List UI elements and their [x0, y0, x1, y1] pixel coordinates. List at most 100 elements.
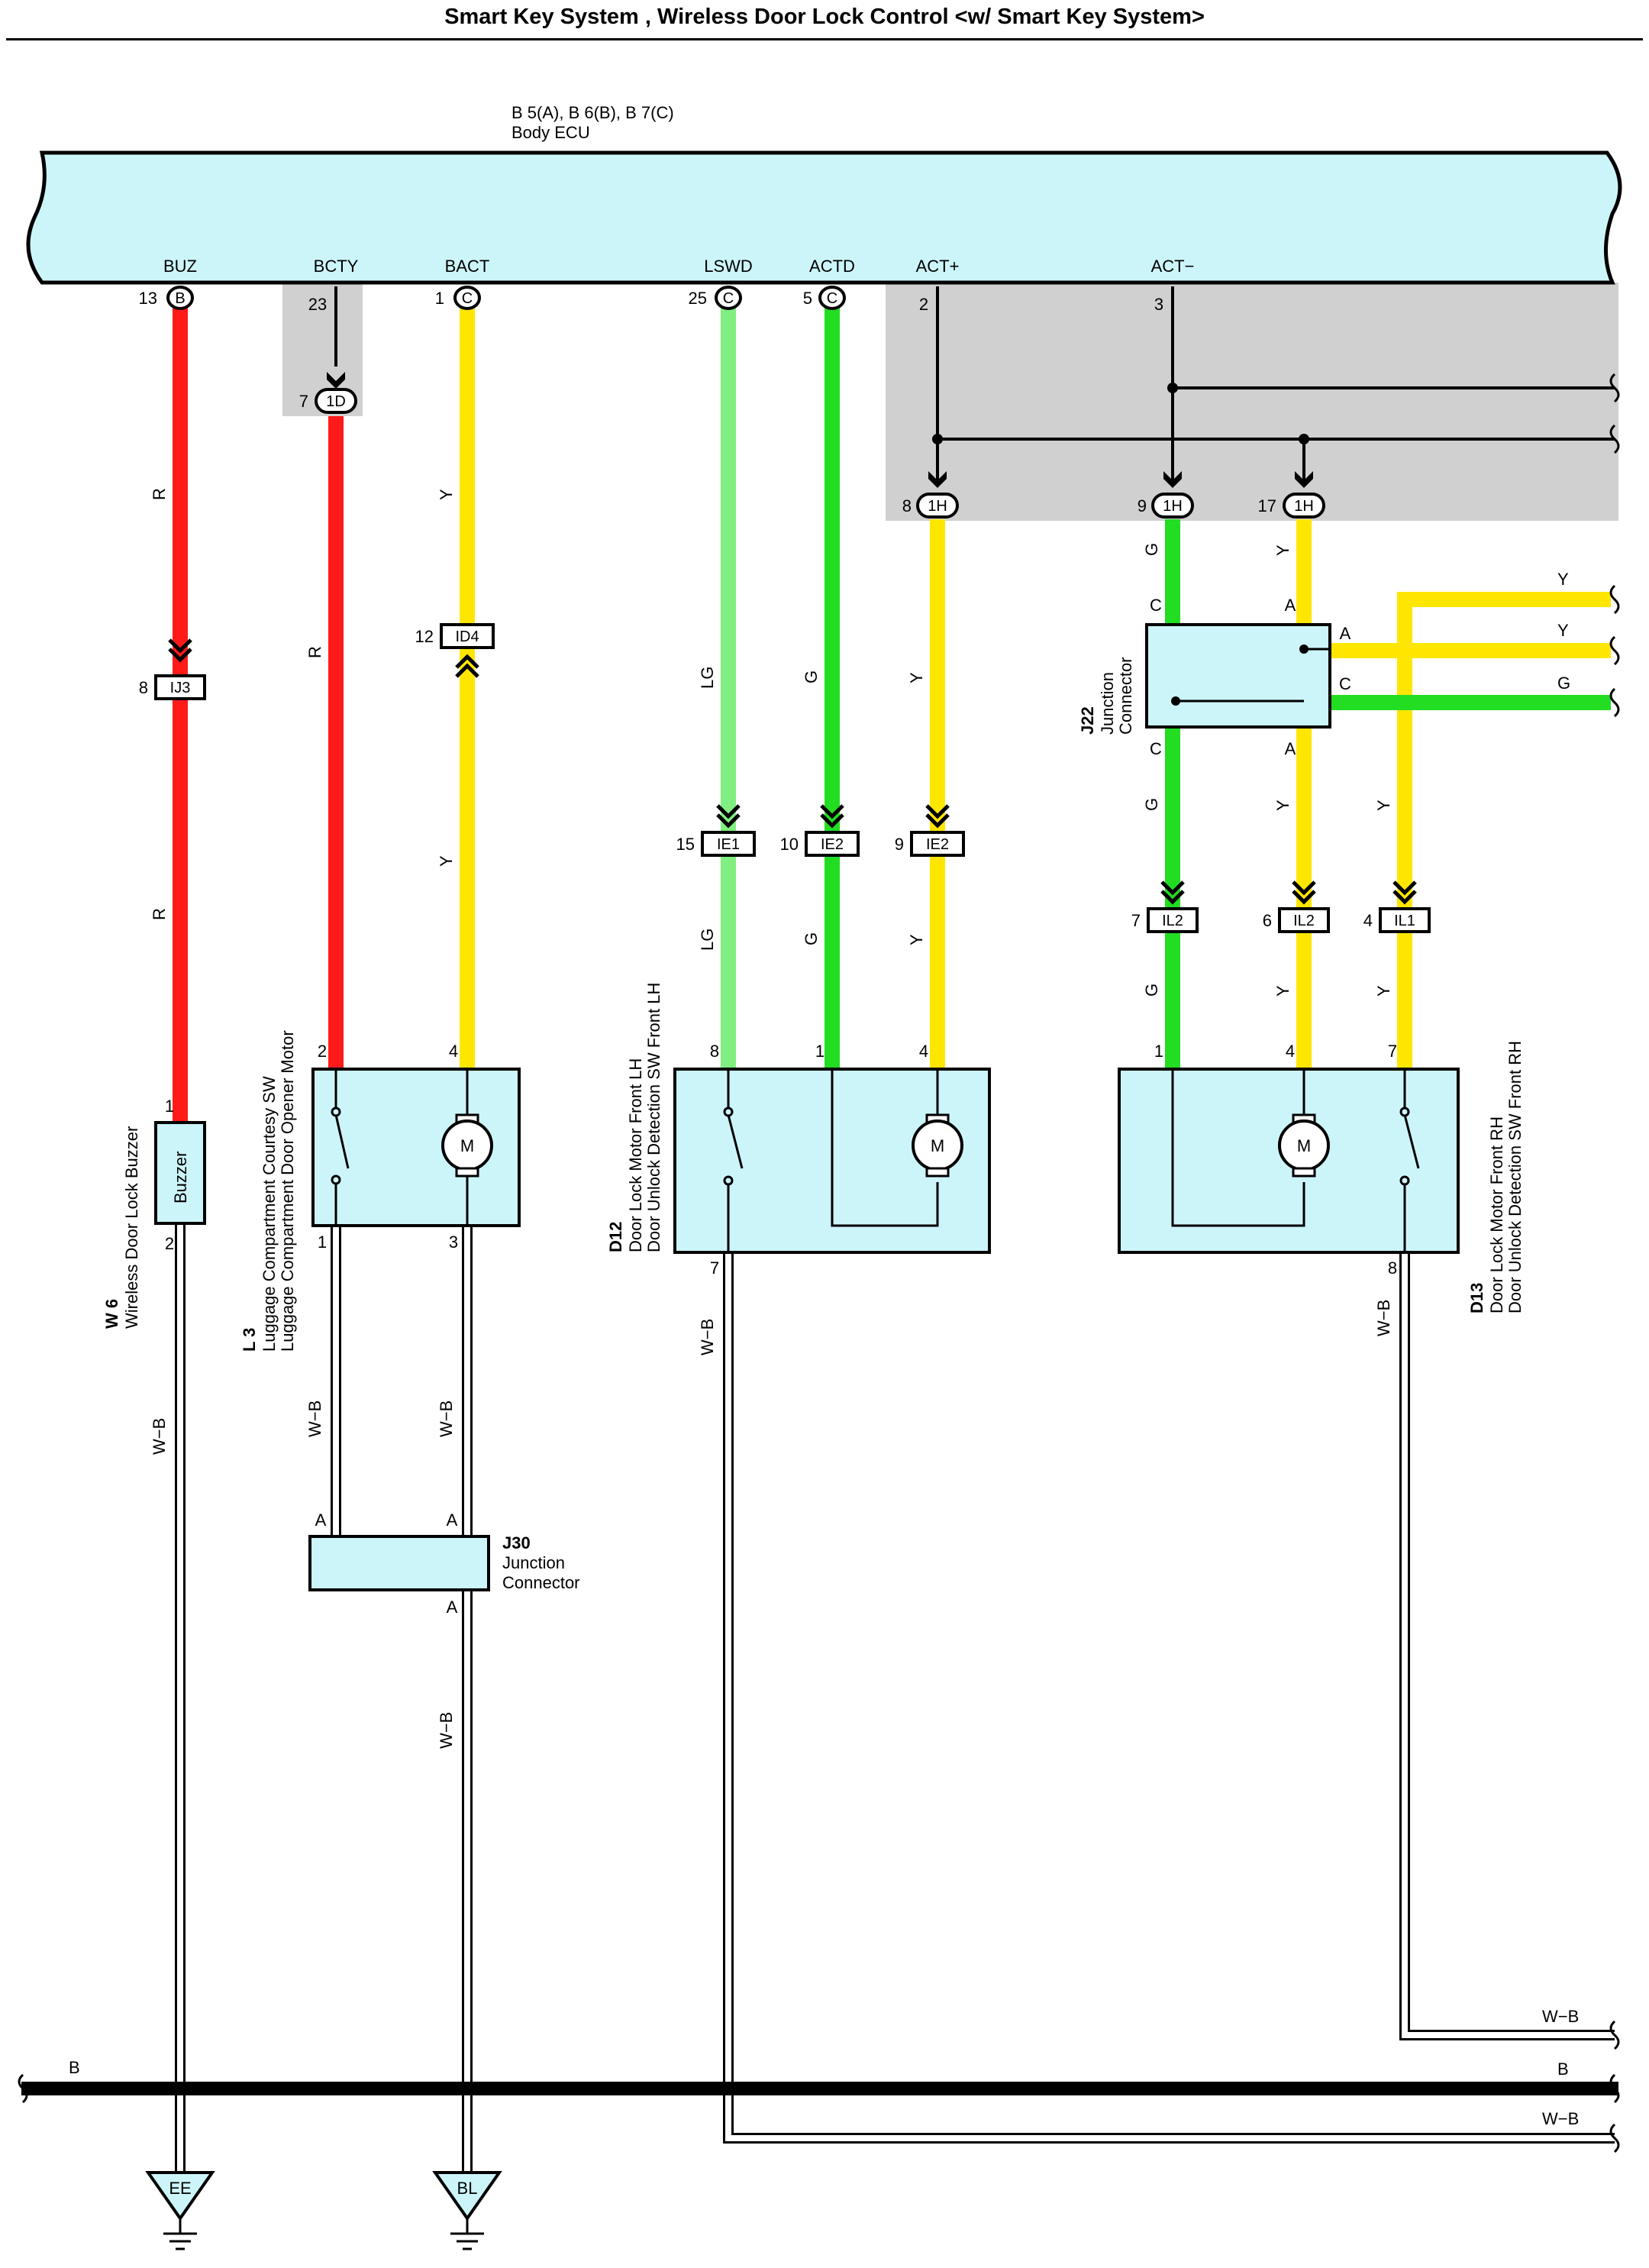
svg-text:A: A — [1285, 739, 1296, 758]
svg-text:Y: Y — [437, 855, 456, 867]
svg-text:5: 5 — [803, 289, 812, 308]
j22-code: J22 — [1078, 706, 1097, 735]
connector-1h-17: 1H 17 — [1258, 471, 1325, 519]
terminal-act-minus: ACT− — [1151, 257, 1195, 276]
svg-text:Y: Y — [907, 672, 926, 683]
svg-text:1: 1 — [815, 1042, 824, 1061]
svg-text:4: 4 — [1286, 1042, 1295, 1061]
connector-ie1: IE1 15 — [676, 804, 756, 857]
d12-line1: Door Lock Motor Front LH — [626, 1058, 645, 1252]
svg-text:10: 10 — [780, 835, 799, 854]
svg-text:R: R — [150, 908, 169, 920]
svg-text:6: 6 — [1263, 911, 1272, 930]
j30-label-1: Junction — [502, 1553, 565, 1572]
svg-text:IL1: IL1 — [1394, 913, 1415, 929]
terminal-actd: ACTD — [809, 257, 855, 276]
svg-text:7: 7 — [1131, 911, 1141, 930]
svg-text:Y: Y — [907, 934, 926, 945]
l3-component: M 2 4 1 3 — [311, 1042, 521, 1252]
svg-text:1: 1 — [1154, 1042, 1163, 1061]
svg-text:Y: Y — [1273, 544, 1292, 556]
svg-text:4: 4 — [919, 1042, 928, 1061]
terminal-bcty: BCTY — [314, 257, 359, 276]
d13-line2: Door Unlock Detection SW Front RH — [1505, 1041, 1525, 1313]
svg-text:Y: Y — [1273, 800, 1292, 811]
svg-text:IL2: IL2 — [1162, 913, 1183, 929]
svg-text:15: 15 — [676, 835, 695, 854]
svg-text:M: M — [931, 1136, 944, 1155]
connector-il2-6: IL2 6 — [1263, 880, 1330, 933]
connector-ie2-10: IE2 10 — [780, 804, 860, 857]
svg-text:IE2: IE2 — [821, 836, 844, 853]
ecu-pin-act-minus: 3 — [1154, 295, 1163, 314]
wire-y-il1 — [1397, 592, 1611, 1069]
svg-text:8: 8 — [1388, 1258, 1397, 1278]
svg-text:4: 4 — [449, 1042, 458, 1061]
svg-text:1H: 1H — [928, 498, 947, 515]
buzzer-w6: Buzzer 1 2 — [154, 1097, 206, 1253]
svg-text:LG: LG — [698, 929, 717, 951]
svg-text:8: 8 — [902, 496, 912, 515]
svg-text:G: G — [802, 932, 821, 945]
terminal-lswd: LSWD — [704, 257, 753, 276]
d12-line2: Door Unlock Detection SW Front LH — [644, 983, 663, 1252]
splice-actp-b — [1299, 434, 1309, 444]
svg-text:3: 3 — [449, 1233, 458, 1252]
svg-text:W−B: W−B — [1542, 2007, 1579, 2026]
svg-text:1: 1 — [435, 289, 444, 308]
svg-text:C: C — [827, 290, 837, 307]
wb-wires — [175, 1222, 1615, 2184]
svg-text:12: 12 — [415, 627, 434, 646]
svg-text:W−B: W−B — [437, 1401, 456, 1437]
d12-component: M 8 1 4 7 — [673, 1042, 991, 1278]
svg-text:9: 9 — [895, 835, 904, 854]
svg-text:8: 8 — [710, 1042, 719, 1061]
svg-text:W−B: W−B — [150, 1418, 169, 1455]
splice-actp-a — [932, 434, 943, 444]
break-marks — [18, 373, 1620, 2153]
svg-text:M: M — [1297, 1136, 1311, 1155]
terminal-bact: BACT — [445, 257, 490, 276]
svg-text:1: 1 — [165, 1097, 174, 1116]
connector-ij3: IJ3 8 — [139, 638, 206, 700]
svg-text:G: G — [1142, 798, 1161, 811]
svg-text:A: A — [447, 1598, 458, 1617]
l3-line1: Luggage Compartment Courtesy SW — [260, 1076, 279, 1352]
svg-text:C: C — [1339, 674, 1351, 693]
svg-text:Buzzer: Buzzer — [171, 1152, 190, 1203]
svg-text:C: C — [462, 290, 473, 307]
svg-text:7: 7 — [299, 392, 308, 411]
connector-id4: ID4 12 — [415, 623, 495, 678]
svg-text:B: B — [175, 290, 185, 307]
svg-text:A: A — [315, 1510, 327, 1530]
j30-label-2: Connector — [502, 1573, 580, 1592]
svg-text:1H: 1H — [1294, 498, 1314, 515]
j30-code: J30 — [502, 1533, 531, 1552]
svg-text:ID4: ID4 — [455, 628, 479, 645]
terminal-act-plus: ACT+ — [916, 257, 960, 276]
svg-text:G: G — [802, 670, 821, 683]
j22-label-1: Junction — [1098, 672, 1117, 735]
svg-text:EE: EE — [169, 2179, 191, 2198]
connector-1h-9: 1H 9 — [1138, 471, 1194, 519]
svg-text:Y: Y — [1557, 621, 1569, 640]
ground-bl: BL — [432, 2171, 502, 2250]
svg-text:2: 2 — [165, 1234, 174, 1253]
d13-line1: Door Lock Motor Front RH — [1487, 1116, 1506, 1313]
svg-text:B: B — [1557, 2060, 1569, 2079]
svg-text:IE2: IE2 — [926, 836, 949, 853]
svg-text:Y: Y — [1273, 985, 1292, 997]
diagram-title: Smart Key System , Wireless Door Lock Co… — [444, 5, 1205, 29]
svg-text:W−B: W−B — [1374, 1300, 1393, 1336]
svg-text:G: G — [1557, 674, 1570, 693]
l3-code: L 3 — [240, 1328, 259, 1352]
ecu-terminal-bact: C 1 — [435, 286, 481, 310]
svg-text:C: C — [723, 290, 734, 307]
svg-text:7: 7 — [1388, 1042, 1397, 1061]
title-rule — [6, 38, 1643, 40]
svg-text:2: 2 — [318, 1042, 327, 1061]
body-ecu-box — [26, 150, 1622, 285]
svg-text:IL2: IL2 — [1293, 913, 1315, 929]
svg-text:7: 7 — [710, 1258, 719, 1278]
